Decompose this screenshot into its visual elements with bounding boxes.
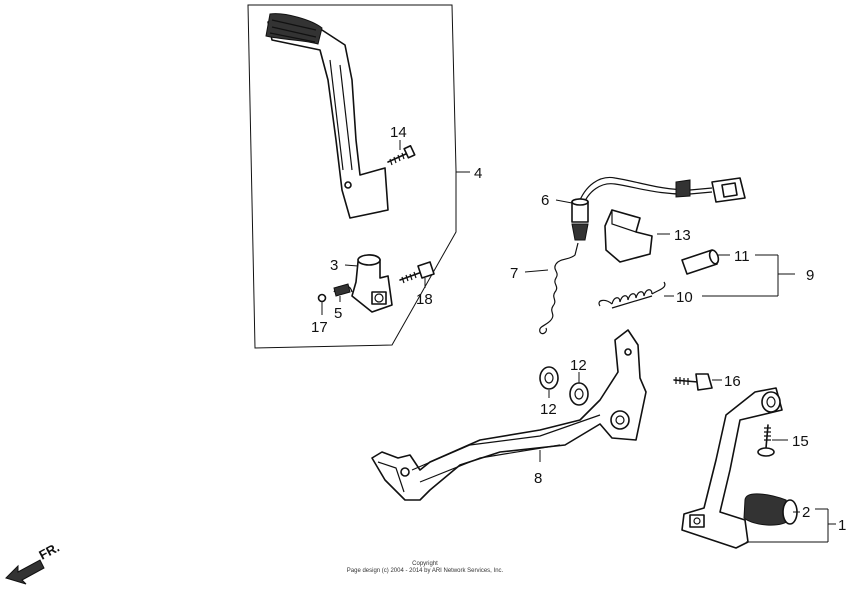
callout-17: 17 — [311, 319, 328, 336]
callout-8: 8 — [534, 470, 542, 487]
neutral-switch-6[interactable] — [571, 176, 746, 241]
callout-5: 5 — [334, 305, 342, 322]
kick-starter-arm[interactable] — [265, 13, 389, 219]
callout-12-bottom: 12 — [540, 401, 557, 418]
direction-label: FR. — [36, 540, 62, 563]
callout-12-top: 12 — [570, 357, 587, 374]
spring-7[interactable] — [539, 242, 579, 335]
callout-6: 6 — [541, 192, 549, 209]
callout-13: 13 — [674, 227, 691, 244]
bolt-14[interactable] — [387, 144, 416, 166]
seal-12a[interactable] — [539, 366, 559, 390]
kick-spindle-3[interactable] — [351, 254, 393, 313]
rubber-13[interactable] — [604, 209, 653, 263]
callout-3: 3 — [330, 257, 338, 274]
kick-starter-group-frame — [247, 4, 470, 349]
leader-lines — [321, 140, 836, 543]
front-direction-arrow: FR. — [5, 540, 62, 585]
copyright-line-2: Page design (c) 2004 - 2014 by ARI Netwo… — [347, 568, 504, 574]
bolt-16[interactable] — [673, 373, 713, 391]
callout-2: 2 — [802, 504, 810, 521]
collar-11[interactable] — [681, 249, 720, 275]
callout-14: 14 — [390, 124, 407, 141]
callout-15: 15 — [792, 433, 809, 450]
callout-1: 1 — [838, 517, 846, 534]
pedal-rubber-2[interactable] — [743, 493, 798, 526]
callout-18: 18 — [416, 291, 433, 308]
bolt-15[interactable] — [757, 424, 775, 457]
spring-5[interactable] — [333, 283, 353, 297]
callout-7: 7 — [510, 265, 518, 282]
callout-4: 4 — [474, 165, 482, 182]
copyright-line-1: Copyright — [412, 561, 438, 567]
callout-9: 9 — [806, 267, 814, 284]
bolt-18[interactable] — [399, 261, 435, 284]
callout-16: 16 — [724, 373, 741, 390]
ball-17[interactable] — [317, 293, 327, 303]
spring-10[interactable] — [598, 281, 666, 309]
callout-10: 10 — [676, 289, 693, 306]
seal-12b[interactable] — [569, 382, 589, 406]
brake-pedal-8[interactable] — [371, 329, 647, 501]
callout-11: 11 — [734, 248, 750, 265]
